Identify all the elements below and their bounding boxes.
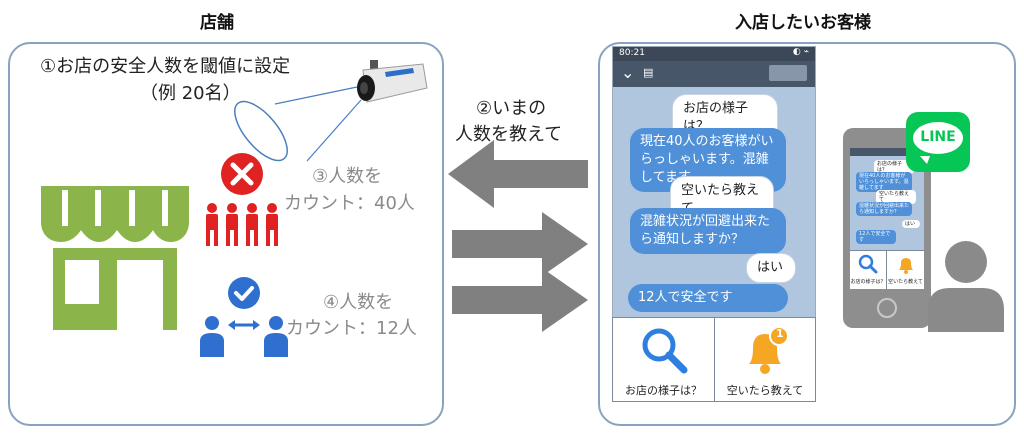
step2-label: ②いまの [476,98,547,119]
small-menu-store-status: お店の様子は？ [850,251,887,289]
step2-request: 人数を教えて [455,124,563,145]
camera-diagram [234,60,428,162]
arrow-right-icon [452,212,588,276]
rich-menu-label-1: お店の様子は？ [625,384,702,397]
home-button [877,298,897,318]
bell-badge: 1 [776,327,784,340]
small-msg-user-3: はい [902,220,920,228]
msg-user-3: はい [746,253,796,283]
line-logo-tail [920,156,930,164]
arrow-right-icon-2 [452,268,588,332]
line-logo-bubble [913,122,963,154]
small-menu-label-2: 空いたら教えて [888,279,923,285]
small-msg-bot-1: 現在40人のお客様がいらっしゃいます。混雑してます [856,172,912,192]
rich-menu-notify[interactable]: 1 空いたら教えて [715,318,815,401]
small-rich-menu: お店の様子は？ 空いたら教えて [850,250,924,289]
step1-label: ①お店の安全人数を閾値に設定 [40,56,291,77]
back-chevron-icon[interactable]: ⌄ [621,63,635,82]
line-logo: LINE [906,112,970,172]
blue-check-icon [228,277,260,309]
msg-bot-3: 12人で安全です [628,284,788,312]
step4-count: カウント：12人 [286,318,417,339]
rich-menu: お店の様子は？ 1 空いたら教えて [612,317,816,402]
status-time: 80:21 [619,48,645,58]
security-camera-icon [357,60,428,103]
crowd-red-icon [206,203,278,246]
line-logo-text: LINE [920,129,956,145]
distanced-people-icon [200,316,288,357]
store-icon [41,186,189,330]
safe-capacity-icon [200,277,288,357]
view-cone-line-top [274,86,358,105]
step3-label: ③人数を [312,166,383,187]
magnifier-icon [642,328,688,374]
flow-arrows [448,140,588,332]
small-msg-bot-3: 12人で安全です [856,230,896,244]
store-heading: 店舗 [200,13,234,33]
customer-heading: 入店したいお客様 [735,13,871,33]
menu-doc-icon[interactable]: ▤ [643,66,654,79]
small-phone-screen: お店の様子は？ 現在40人のお客様がいらっしゃいます。混雑してます 空いたら教え… [850,148,924,289]
rich-menu-store-status[interactable]: お店の様子は？ [613,318,715,401]
status-bar: 80:21 ◐ ⌁ [613,47,815,61]
step4-label: ④人数を [323,292,394,313]
small-msg-bot-2: 混雑状況が回避出来たら通知しますか？ [856,202,912,216]
rich-menu-label-2: 空いたら教えて [726,384,804,397]
chat-header: ⌄ ▤ [613,61,815,87]
small-magnifier-icon [858,254,878,274]
status-icons: ◐ ⌁ [792,47,809,57]
bell-icon [749,326,789,374]
small-bell-icon [899,258,913,274]
customer-avatar-icon [928,241,1004,332]
over-capacity-icon [206,153,278,246]
small-menu-notify: 空いたら教えて [887,251,924,289]
view-cone-line-bottom [306,99,362,162]
blurred-profile [769,65,807,81]
arrow-left-icon [448,140,588,208]
small-menu-label-1: お店の様子は？ [850,279,886,285]
red-x-icon [221,153,263,195]
step1-example: （例 20名） [140,83,241,104]
msg-bot-2: 混雑状況が回避出来たら通知しますか？ [630,208,786,254]
small-msg-user-1: お店の様子は？ [874,160,914,174]
small-msg-user-2: 空いたら教えて [876,190,916,204]
step3-count: カウント：40人 [284,193,415,214]
small-phone-header [850,148,924,156]
view-cone-ellipse [234,100,288,162]
